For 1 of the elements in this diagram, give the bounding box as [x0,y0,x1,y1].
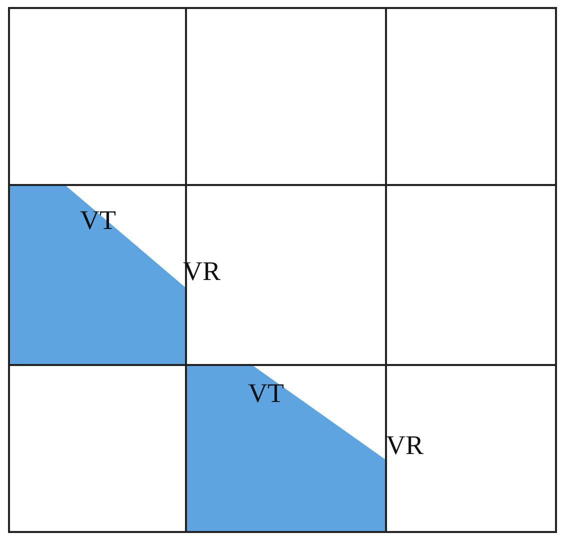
region-label: VT [248,378,284,408]
